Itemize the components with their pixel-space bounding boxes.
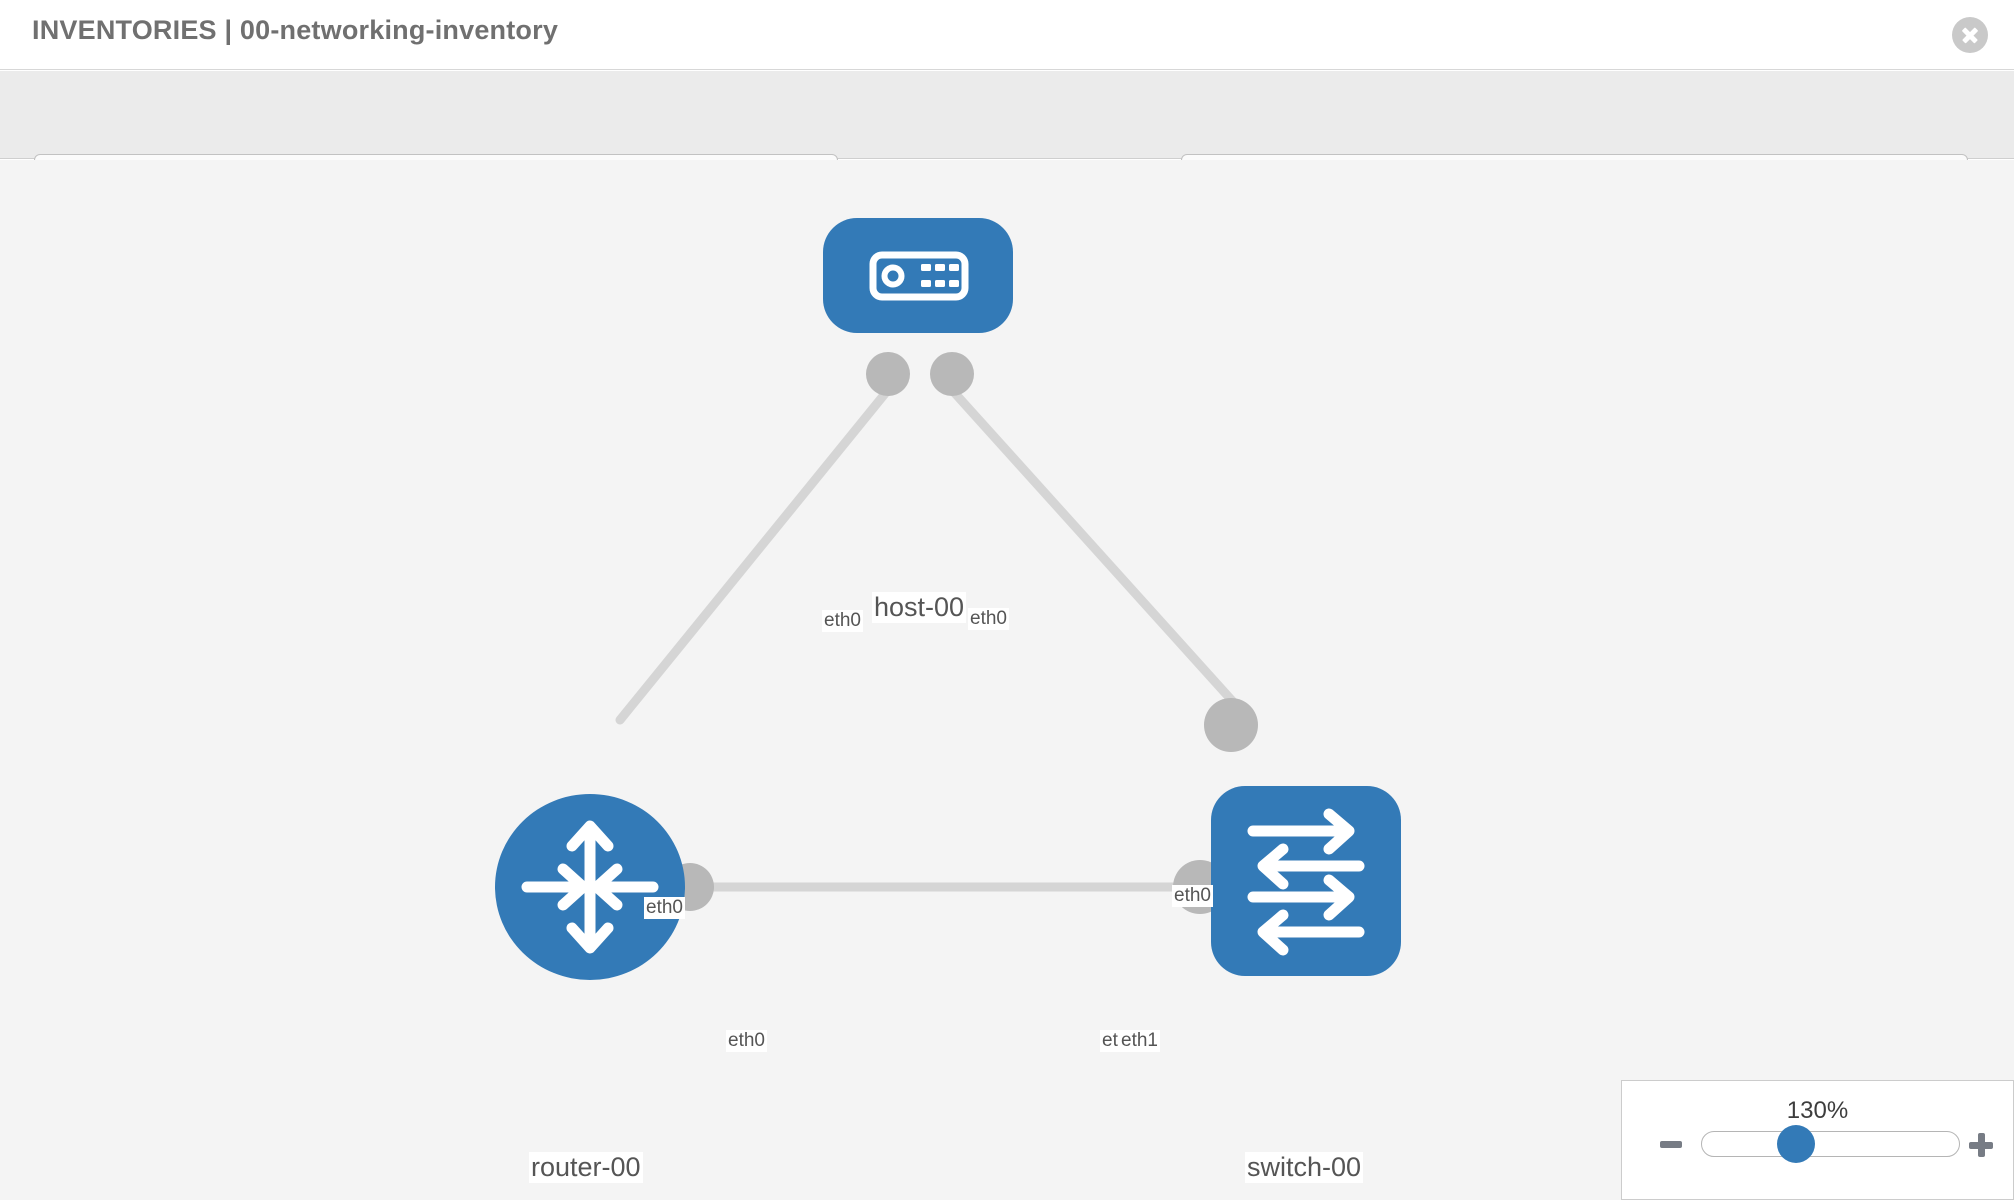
port-label-host-left: eth0 [822,610,863,632]
port-label-router-up: eth0 [644,897,685,919]
link-host-router [615,385,893,725]
zoom-slider-thumb[interactable] [1777,1125,1815,1163]
node-label-router-00: router-00 [529,1152,643,1183]
port-label-switch-up: eth0 [1172,885,1213,907]
node-label-switch-00: switch-00 [1245,1152,1364,1183]
port-host-left [866,352,910,396]
port-label-switch-left-front: eth1 [1119,1030,1160,1052]
topology-links [615,385,1250,892]
minus-icon[interactable] [1660,1141,1682,1148]
plus-icon[interactable] [1969,1133,1993,1157]
topology-graph [495,218,1401,980]
zoom-level-value: 130% [1786,1097,1849,1124]
zoom-slider-track[interactable] [1701,1131,1960,1157]
port-host-right [930,352,974,396]
port-label-router-right: eth0 [726,1030,767,1052]
link-host-switch [947,385,1250,720]
port-switch-up [1204,698,1258,752]
switch-arrows-icon [1247,808,1365,956]
page-header: INVENTORIES | 00-networking-inventory [0,0,2014,70]
server-icon [869,251,969,301]
toolbar: ACTIONS SEARCH [0,71,2014,210]
page-title: INVENTORIES | 00-networking-inventory [32,15,559,45]
zoom-control-panel: 130% [1621,1080,2014,1200]
topology-canvas[interactable]: host-00 router-00 switch-00 eth0 eth0 et… [0,160,2014,1200]
node-host-00[interactable] [823,218,1013,333]
plus-icon-stroke-h [1969,1141,1993,1149]
node-router-00[interactable] [495,794,685,980]
node-switch-00[interactable] [1211,786,1401,976]
router-arrows-icon [521,820,659,954]
port-label-host-right: eth0 [968,608,1009,630]
node-label-host-00: host-00 [872,592,967,623]
close-icon[interactable] [1952,17,1988,53]
